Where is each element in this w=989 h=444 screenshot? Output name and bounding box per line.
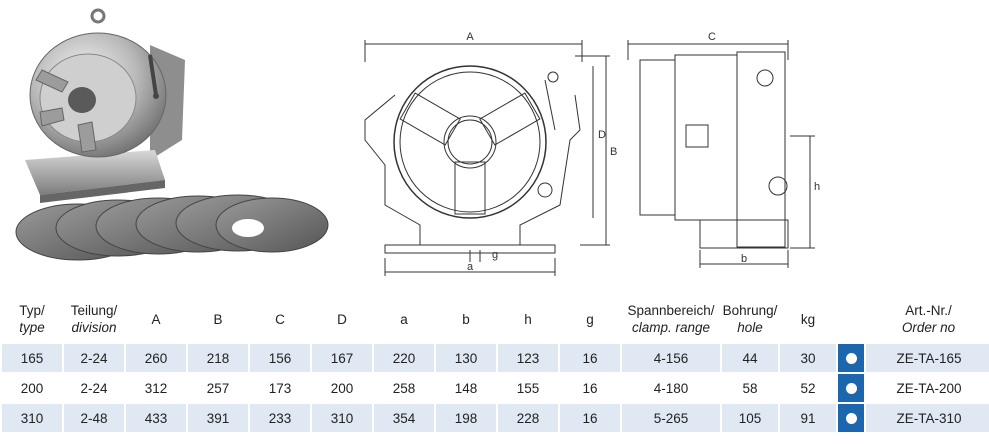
- col-header: A: [151, 311, 161, 327]
- cell-d: 167: [310, 342, 373, 373]
- col-header: a: [400, 311, 408, 327]
- cell-b-small: 148: [434, 372, 497, 403]
- table-row: 310 2-48 433 391 233 310 354 198 228 16 …: [0, 402, 989, 432]
- cell-division: 2-24: [62, 372, 125, 403]
- cell-hole: 58: [720, 372, 779, 403]
- cell-a-small: 354: [372, 402, 435, 432]
- front-dim-b-label: B: [610, 146, 617, 158]
- front-dim-d-label: D: [598, 129, 606, 141]
- col-header: Bohrung/hole: [722, 303, 778, 335]
- cell-g: 16: [558, 372, 621, 403]
- indexing-head-photo: [25, 8, 185, 203]
- bullet-icon: [845, 353, 857, 365]
- cell-d: 200: [310, 372, 373, 403]
- cell-b: 218: [186, 342, 249, 373]
- cell-a: 260: [124, 342, 187, 373]
- col-header: Teilung/division: [70, 303, 118, 335]
- cell-a-small: 258: [372, 372, 435, 403]
- cell-d: 310: [310, 402, 373, 432]
- cell-kg: 30: [778, 342, 837, 373]
- front-dim-a-small-label: a: [467, 261, 474, 273]
- side-dim-b-label: b: [741, 253, 747, 265]
- col-header: g: [586, 311, 594, 327]
- side-view-drawing: [627, 40, 815, 268]
- cell-b: 391: [186, 402, 249, 432]
- col-header: B: [213, 311, 223, 327]
- col-header: Art.-Nr./Order no: [901, 303, 956, 335]
- cell-order-no: ZE-TA-200: [864, 372, 989, 403]
- col-header: Typ/type: [19, 303, 45, 335]
- col-header: Spannbereich/clamp. range: [627, 303, 715, 335]
- cell-type: 200: [0, 372, 63, 403]
- cell-b-small: 130: [434, 342, 497, 373]
- table-row: 200 2-24 312 257 173 200 258 148 155 16 …: [0, 372, 989, 403]
- cell-clamp-range: 4-156: [620, 342, 721, 373]
- cell-b: 257: [186, 372, 249, 403]
- cell-kg: 52: [778, 372, 837, 403]
- cell-a-small: 220: [372, 342, 435, 373]
- bullet-icon: [845, 383, 857, 395]
- cell-clamp-range: 4-180: [620, 372, 721, 403]
- cell-g: 16: [558, 402, 621, 432]
- cell-type: 165: [0, 342, 63, 373]
- row-marker[interactable]: [836, 372, 865, 403]
- cell-c: 173: [248, 372, 311, 403]
- cell-g: 16: [558, 342, 621, 373]
- row-marker[interactable]: [836, 342, 865, 373]
- product-figures: A D B a g C h b: [15, 8, 820, 276]
- cell-division: 2-24: [62, 342, 125, 373]
- cell-hole: 105: [720, 402, 779, 432]
- col-header: b: [462, 311, 470, 327]
- col-header: kg: [800, 311, 816, 327]
- table-row: 165 2-24 260 218 156 167 220 130 123 16 …: [0, 342, 989, 373]
- col-header: [837, 296, 865, 343]
- front-dim-a-label: A: [466, 31, 474, 43]
- cell-c: 233: [248, 402, 311, 432]
- cell-h: 155: [496, 372, 559, 403]
- cell-hole: 44: [720, 342, 779, 373]
- col-header: h: [524, 311, 532, 327]
- cell-a: 433: [124, 402, 187, 432]
- side-dim-h-label: h: [814, 181, 820, 193]
- index-discs-photo: [15, 194, 329, 261]
- cell-order-no: ZE-TA-165: [864, 342, 989, 373]
- cell-h: 123: [496, 342, 559, 373]
- cell-order-no: ZE-TA-310: [864, 402, 989, 432]
- bullet-icon: [845, 413, 857, 425]
- front-view-drawing: [364, 40, 610, 276]
- col-header: D: [337, 311, 347, 327]
- spec-table: Typ/type Teilung/division A B C D a b h …: [0, 296, 989, 432]
- table-header-row: Typ/type Teilung/division A B C D a b h …: [1, 296, 989, 343]
- cell-kg: 91: [778, 402, 837, 432]
- cell-division: 2-48: [62, 402, 125, 432]
- cell-h: 228: [496, 402, 559, 432]
- cell-clamp-range: 5-265: [620, 402, 721, 432]
- cell-a: 312: [124, 372, 187, 403]
- cell-type: 310: [0, 402, 63, 432]
- row-marker[interactable]: [836, 402, 865, 432]
- cell-c: 156: [248, 342, 311, 373]
- cell-b-small: 198: [434, 402, 497, 432]
- front-dim-g-label: g: [492, 249, 498, 261]
- side-dim-c-label: C: [708, 31, 716, 43]
- col-header: C: [275, 311, 285, 327]
